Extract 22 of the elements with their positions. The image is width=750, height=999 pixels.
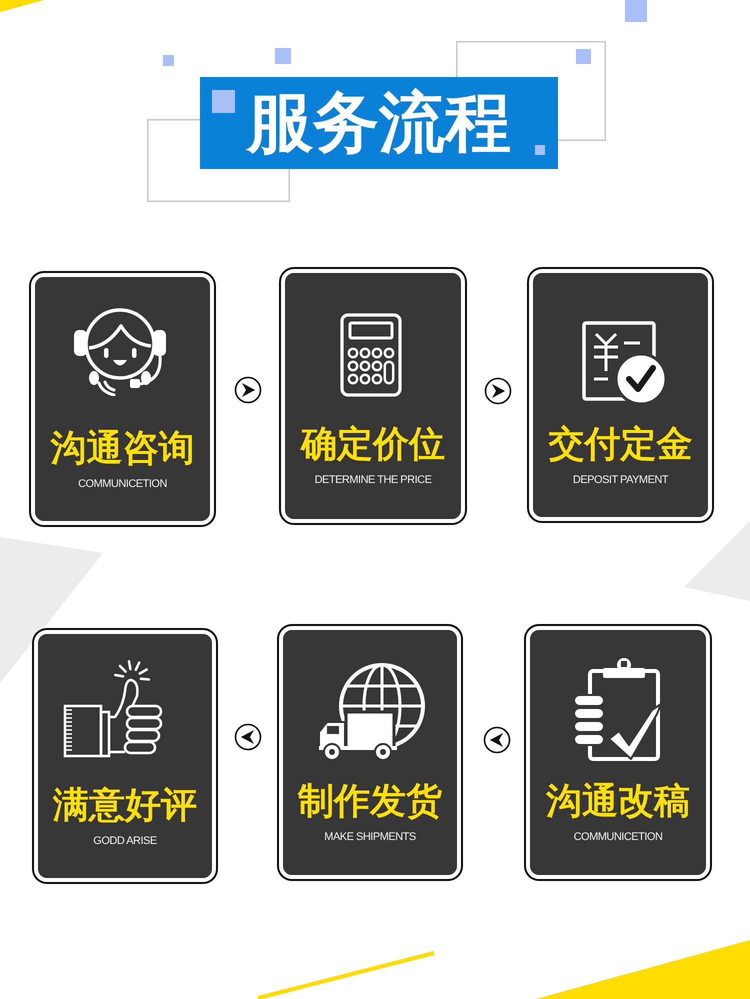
- step-subtitle: DEPOSIT PAYMENT: [572, 474, 668, 487]
- step-card: [279, 626, 461, 879]
- step-subtitle: COMMUNICETION: [78, 478, 167, 491]
- arrow: [234, 724, 262, 750]
- step-card: [529, 269, 712, 521]
- step-card: [526, 626, 710, 879]
- arrow: [484, 726, 510, 754]
- step-title: 沟通改稿: [546, 781, 690, 823]
- step-subtitle: COMMUNICETION: [574, 831, 662, 844]
- step-subtitle: DETERMINE THE PRICE: [314, 474, 432, 487]
- step-subtitle: MAKE SHIPMENTS: [324, 831, 416, 844]
- title-banner: 服务流程: [200, 77, 558, 169]
- step-title: 沟通咨询: [50, 428, 194, 470]
- step-subtitle: GODD ARISE: [93, 835, 157, 848]
- step-card: [281, 269, 465, 523]
- step-title: 满意好评: [53, 785, 197, 827]
- step-title: 确定价位: [301, 424, 445, 466]
- step-title: 制作发货: [298, 781, 442, 823]
- step-card: [31, 273, 214, 525]
- arrow: [484, 378, 512, 404]
- step-card: [34, 630, 216, 882]
- step-title: 交付定金: [548, 424, 692, 466]
